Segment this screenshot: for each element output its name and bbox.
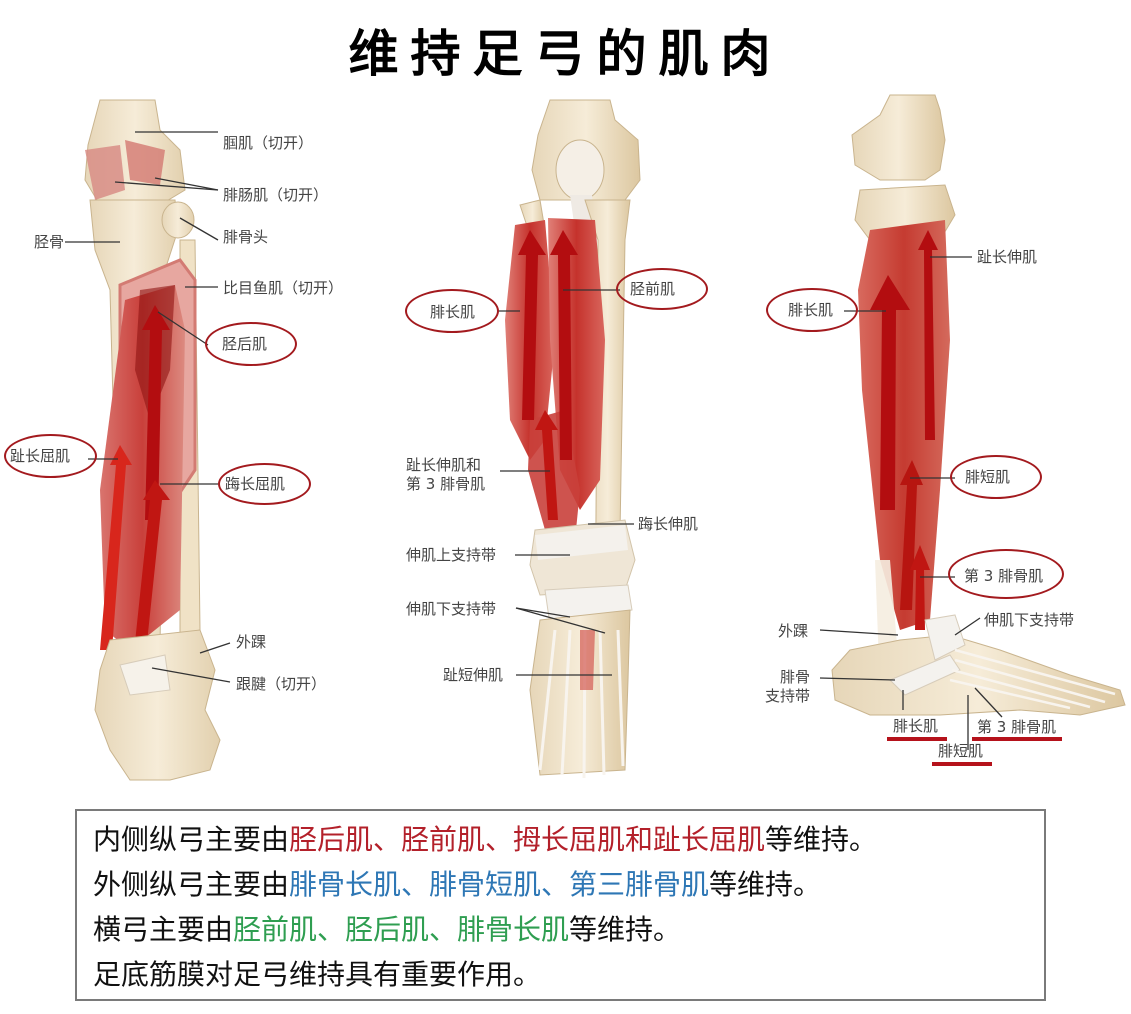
label-peroneus-longus-lat: 腓长肌 — [788, 301, 834, 319]
highlight-circle-peroneus-longus-lat — [766, 288, 858, 332]
highlight-circle-peroneus-longus — [405, 289, 499, 333]
highlight-circle-tibialis-anterior — [616, 268, 708, 310]
label-inf-retinaculum: 伸肌下支持带 — [406, 600, 497, 618]
label-edl: 趾长伸肌 — [977, 248, 1038, 266]
label-fhl: 踇长屈肌 — [225, 475, 286, 493]
anterior-leg-illustration — [498, 99, 641, 779]
summary-box: 内侧纵弓主要由胫后肌、胫前肌、拇长屈肌和趾长屈肌等维持。 外侧纵弓主要由腓骨长肌… — [75, 809, 1046, 1001]
label-popliteus: 腘肌（切开） — [223, 134, 314, 152]
medial-suffix: 等维持。 — [765, 823, 878, 856]
label-peroneal-ret-line1: 腓骨 — [779, 668, 810, 686]
label-peroneal-retinaculum: 腓骨 支持带 — [760, 668, 810, 706]
label-bottom-peroneus-longus: 腓长肌 — [893, 717, 939, 735]
label-peroneus-brevis: 腓短肌 — [965, 468, 1011, 486]
lateral-leg-illustration — [819, 94, 1126, 750]
label-fdl: 趾长屈肌 — [10, 447, 71, 465]
lateral-muscles: 腓骨长肌、腓骨短肌、第三腓骨肌 — [289, 868, 710, 901]
page-title: 维持足弓的肌肉 — [348, 25, 783, 83]
underline-peroneus-brevis — [932, 762, 992, 766]
highlight-circle-tibialis-posterior — [205, 322, 297, 366]
medial-muscles: 胫后肌、胫前肌、拇长屈肌和趾长屈肌 — [289, 823, 766, 856]
label-lateral-malleolus-lat: 外踝 — [778, 622, 809, 640]
label-lateral-malleolus: 外踝 — [236, 633, 267, 651]
label-edl-line2: 第 3 腓骨肌 — [406, 475, 486, 493]
label-peroneus-tertius: 第 3 腓骨肌 — [964, 567, 1044, 585]
posterior-view-panel: 腘肌（切开） 腓肠肌（切开） 腓骨头 胫骨 比目鱼肌（切开） 胫后肌 趾长屈肌 … — [0, 90, 380, 790]
highlight-circle-peroneus-tertius — [948, 549, 1064, 599]
label-peroneal-ret-line2: 支持带 — [764, 687, 810, 705]
anterior-view-panel: 腓长肌 胫前肌 趾长伸肌和 第 3 腓骨肌 踇长伸肌 伸肌上支持带 伸肌下支持带… — [380, 90, 740, 790]
summary-line-transverse-arch: 横弓主要由胫前肌、胫后肌、腓骨长肌等维持。 — [93, 907, 1044, 952]
highlight-circle-peroneus-brevis — [950, 455, 1042, 499]
transverse-prefix: 横弓主要由 — [93, 913, 234, 946]
underline-peroneus-tertius — [972, 737, 1062, 741]
label-tibialis-posterior: 胫后肌 — [222, 335, 268, 353]
lateral-prefix: 外侧纵弓主要由 — [93, 868, 290, 901]
summary-line-plantar-fascia: 足底筋膜对足弓维持具有重要作用。 — [93, 958, 542, 991]
summary-line-medial-arch: 内侧纵弓主要由胫后肌、胫前肌、拇长屈肌和趾长屈肌等维持。 — [93, 817, 1044, 862]
highlight-circle-fhl — [218, 463, 311, 505]
transverse-muscles: 胫前肌、胫后肌、腓骨长肌 — [233, 913, 570, 946]
label-tibialis-anterior: 胫前肌 — [630, 280, 676, 298]
label-ehl: 踇长伸肌 — [638, 515, 699, 533]
label-sup-retinaculum: 伸肌上支持带 — [406, 546, 497, 564]
label-peroneus-longus: 腓长肌 — [430, 303, 476, 321]
label-soleus: 比目鱼肌（切开） — [223, 279, 344, 297]
label-fibula-head: 腓骨头 — [223, 228, 269, 246]
label-bottom-peroneus-brevis: 腓短肌 — [938, 742, 984, 760]
label-edl-peroneus-tertius: 趾长伸肌和 第 3 腓骨肌 — [406, 456, 485, 494]
label-gastrocnemius: 腓肠肌（切开） — [223, 186, 329, 204]
highlight-circle-fdl — [4, 434, 97, 478]
medial-prefix: 内侧纵弓主要由 — [93, 823, 290, 856]
lateral-suffix: 等维持。 — [709, 868, 822, 901]
posterior-leg-illustration — [65, 99, 231, 781]
lateral-view-panel: 趾长伸肌 腓长肌 腓短肌 第 3 腓骨肌 伸肌下支持带 外踝 腓骨 支持带 腓长… — [740, 90, 1131, 790]
label-inf-retinaculum-lat: 伸肌下支持带 — [984, 611, 1075, 629]
label-achilles: 跟腱（切开） — [236, 675, 327, 693]
label-tibia: 胫骨 — [34, 233, 65, 251]
summary-line-lateral-arch: 外侧纵弓主要由腓骨长肌、腓骨短肌、第三腓骨肌等维持。 — [93, 862, 1044, 907]
label-edl-line1: 趾长伸肌和 — [406, 456, 482, 474]
transverse-suffix: 等维持。 — [569, 913, 682, 946]
label-edb: 趾短伸肌 — [443, 666, 504, 684]
label-bottom-peroneus-tertius: 第 3 腓骨肌 — [977, 718, 1057, 736]
underline-peroneus-longus — [887, 737, 947, 741]
